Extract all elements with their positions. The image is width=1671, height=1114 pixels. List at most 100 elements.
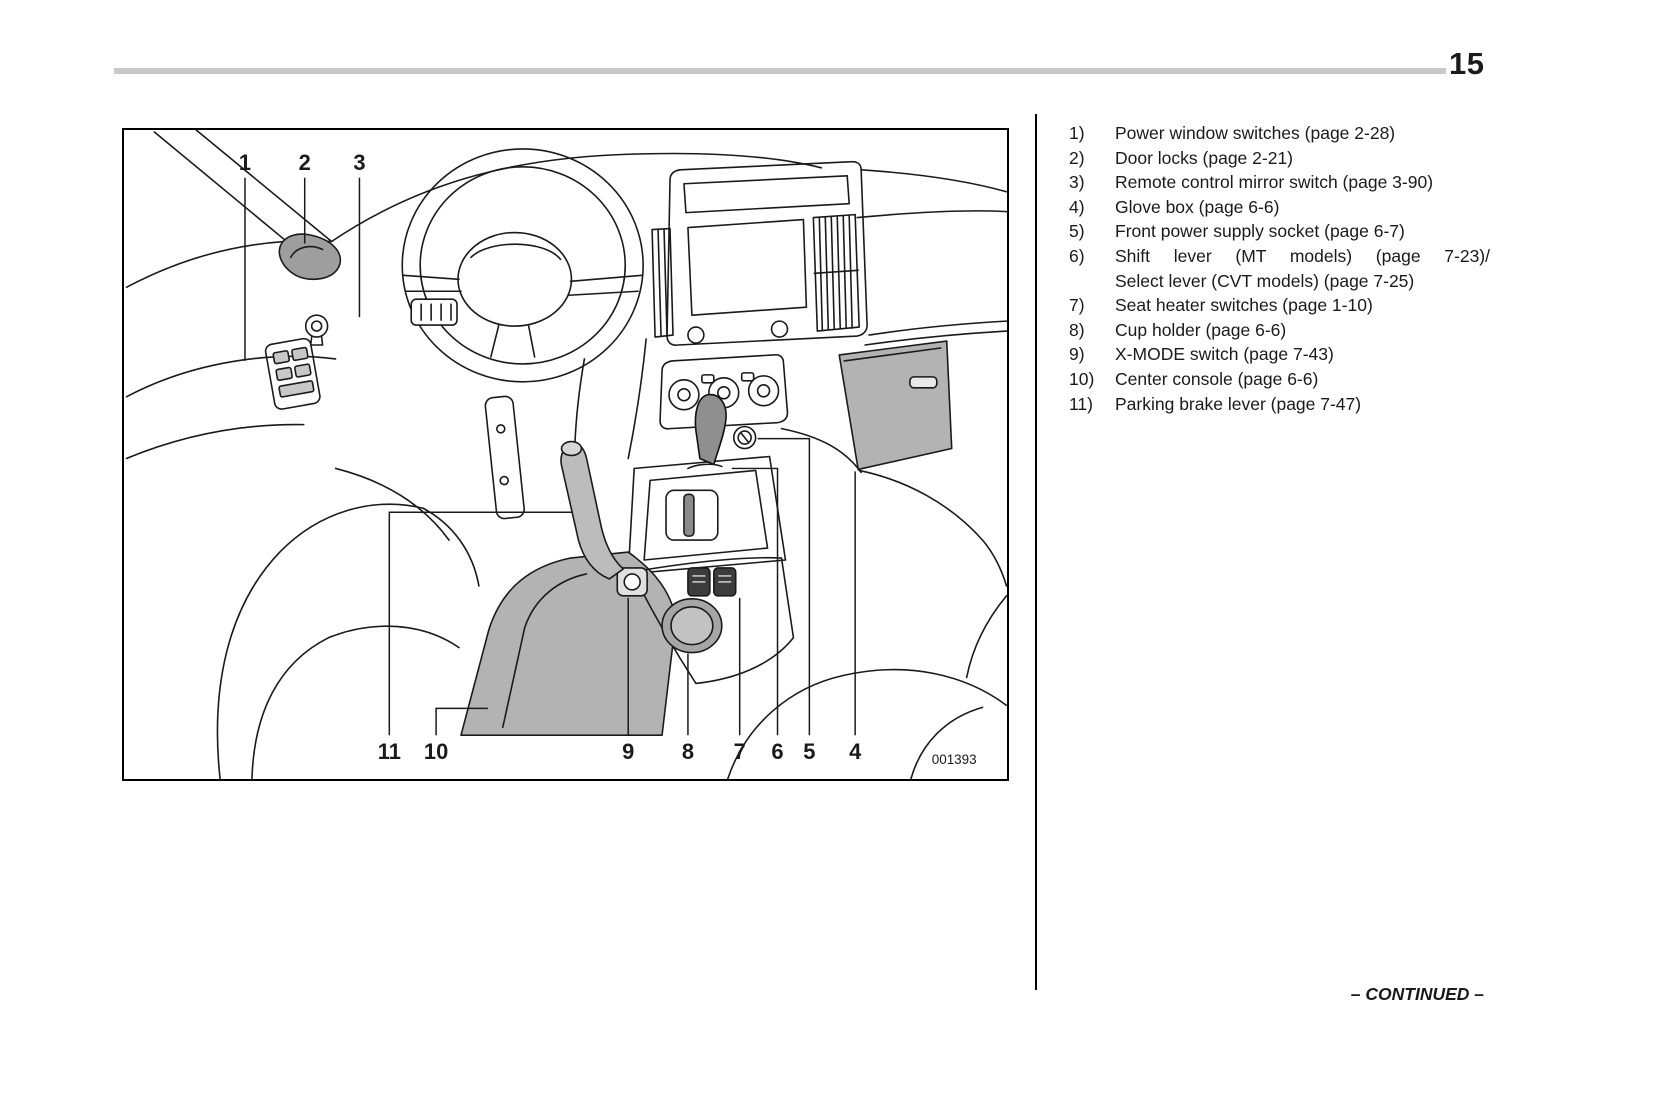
legend-item-number: 2) <box>1069 147 1085 168</box>
legend-item-number: 8) <box>1069 319 1085 340</box>
driver-seat-side <box>422 507 480 587</box>
callout-8: 8 <box>682 739 694 764</box>
legend-item: 1) Power window switches (page 2-28) <box>1069 121 1490 146</box>
legend-list: 1) Power window switches (page 2-28) 2) Doo… <box>1069 121 1490 416</box>
console-plate-inner <box>643 469 769 561</box>
interior-diagram-svg: 1 2 3 11 10 9 8 7 6 5 4 001393 <box>125 130 1007 779</box>
leader-6 <box>731 467 779 736</box>
left-vent <box>651 227 674 338</box>
dash-right-mid-line <box>868 320 1007 336</box>
legend-item-text: Door locks (page 2-21) <box>1115 147 1293 168</box>
interior-diagram-figure: 1 2 3 11 10 9 8 7 6 5 4 001393 <box>122 128 1009 781</box>
dash-top-line-right <box>641 152 823 169</box>
dash-top-line <box>330 153 643 243</box>
header-rule <box>114 68 1446 74</box>
dash-right-mid-line2 <box>864 330 1007 346</box>
driver-seat-cushion <box>251 636 330 779</box>
legend-item: 8) Cup holder (page 6-6) <box>1069 318 1490 343</box>
shift-gate <box>665 489 719 541</box>
legend-item-text: Cup holder (page 6-6) <box>1115 319 1287 340</box>
glove-box-latch <box>909 376 938 389</box>
callout-5: 5 <box>803 739 815 764</box>
parking-brake-lever <box>560 440 625 580</box>
dash-right-of-wheel-line <box>627 338 647 460</box>
shift-gate-slot <box>683 493 695 537</box>
callout-7: 7 <box>734 739 746 764</box>
legend-item: Select lever (CVT models) (page 7-25) <box>1069 269 1490 294</box>
legend-item-text: Remote control mirror switch (page 3-90) <box>1115 172 1434 193</box>
passenger-seat-outline <box>726 668 1007 779</box>
legend-item-text: Parking brake lever (page 7-47) <box>1115 393 1362 414</box>
legend-item-number: 7) <box>1069 295 1085 316</box>
legend-item-number: 5) <box>1069 221 1085 242</box>
knee-pad-line <box>780 427 862 474</box>
column-divider <box>1035 114 1037 990</box>
passenger-seat-cushion <box>910 706 984 779</box>
door-armrest-line <box>125 355 337 398</box>
legend-item-number: 9) <box>1069 344 1085 365</box>
mirror-switch-base <box>309 336 324 346</box>
x-mode-switch <box>616 567 648 597</box>
page-number: 15 <box>1449 46 1485 81</box>
leader-10 <box>435 707 488 736</box>
legend-item-number: 10) <box>1069 368 1095 389</box>
stack-bezel <box>666 160 868 346</box>
legend-item-number: 4) <box>1069 196 1085 217</box>
dash-right-top-line <box>856 210 1007 219</box>
legend-item-number: 3) <box>1069 172 1085 193</box>
callout-4: 4 <box>849 739 862 764</box>
legend-item: 9) X-MODE switch (page 7-43) <box>1069 342 1490 367</box>
legend-item-text: Seat heater switches (page 1-10) <box>1115 295 1373 316</box>
mirror-switch-knob <box>310 320 323 332</box>
legend-item: 6)Shift lever (MT models) (page 7-23)/ <box>1069 244 1490 269</box>
window-switch-panel <box>264 337 321 410</box>
steering-switch-pod <box>410 298 458 326</box>
shift-console <box>627 393 787 575</box>
mirror-switch <box>304 314 329 338</box>
legend-item: 10)Center console (page 6-6) <box>1069 367 1490 392</box>
stack-knob-left <box>687 326 705 344</box>
right-vent <box>812 213 860 332</box>
legend-item-number: 1) <box>1069 123 1085 143</box>
kick-panel <box>484 395 525 520</box>
legend-item-number: 11) <box>1069 393 1093 414</box>
glove-box <box>838 340 953 471</box>
legend-item: 7) Seat heater switches (page 1-10) <box>1069 293 1490 318</box>
dash-far-right-line <box>860 169 1007 193</box>
callout-11: 11 <box>378 739 401 764</box>
callout-leader-lines <box>244 177 856 736</box>
shift-boot-line <box>687 463 723 470</box>
leader-5 <box>757 437 811 736</box>
center-console-inner-line <box>501 573 588 729</box>
right-body-line <box>965 595 1007 679</box>
door-lower-line <box>125 423 305 460</box>
legend-item-text: X-MODE switch (page 7-43) <box>1115 344 1334 365</box>
cup-holder <box>661 598 723 654</box>
a-pillar-line <box>153 131 300 253</box>
infotainment-screen <box>687 218 808 316</box>
window-frame-line <box>195 130 333 243</box>
callout-9: 9 <box>622 739 634 764</box>
legend-item-number: 6) <box>1069 245 1085 266</box>
glove-box-top-line <box>843 347 942 362</box>
legend-item: 2) Door locks (page 2-21) <box>1069 146 1490 171</box>
power-supply-socket <box>732 425 757 450</box>
callout-6: 6 <box>771 739 783 764</box>
console-plate <box>627 455 787 575</box>
upper-display <box>683 174 850 214</box>
legend-item: 4) Glove box (page 6-6) <box>1069 195 1490 220</box>
stack-knob-right <box>770 320 789 338</box>
callout-2: 2 <box>299 150 311 175</box>
door-handle <box>278 233 341 281</box>
callout-10: 10 <box>424 739 448 764</box>
floor-line <box>334 467 450 541</box>
steering-wheel <box>401 148 644 383</box>
legend-item: 3) Remote control mirror switch (page 3-9… <box>1069 170 1490 195</box>
figure-id: 001393 <box>932 752 977 767</box>
shift-lever <box>694 393 727 466</box>
legend-item-text: Power window switches (page 2-28) <box>1115 123 1396 143</box>
legend-item-text: Glove box (page 6-6) <box>1115 196 1280 217</box>
legend-item-text: Select lever (CVT models) (page 7-25) <box>1115 270 1415 291</box>
infotainment-stack <box>651 160 868 346</box>
continued-label: – CONTINUED – <box>1350 984 1484 1004</box>
